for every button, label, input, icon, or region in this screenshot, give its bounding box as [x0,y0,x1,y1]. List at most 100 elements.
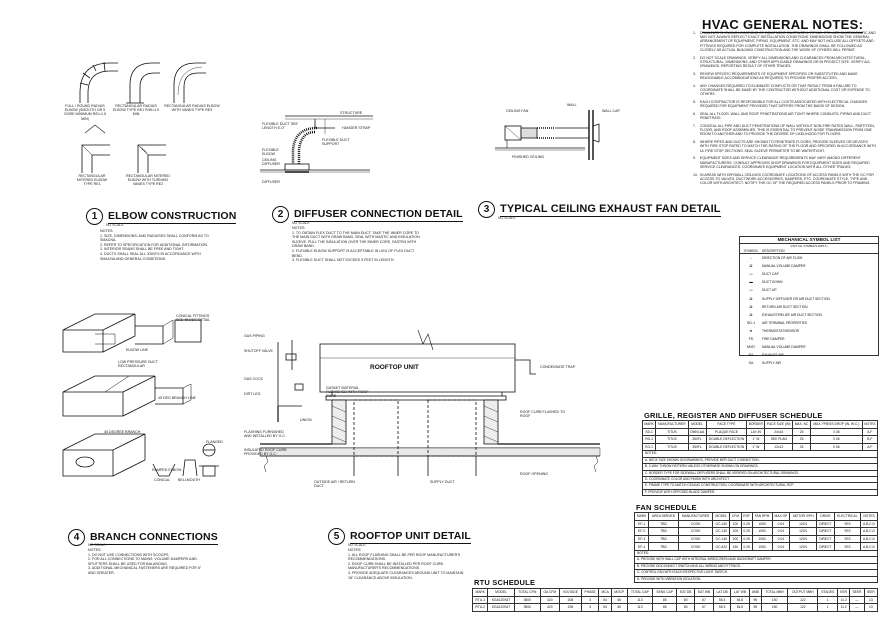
rooftop-notes: NOTES:1. ALL ROOF FLASHING SHALL BE PER … [348,548,464,580]
branch-label: BELLMOUTH [178,478,200,482]
rooftop-label: ROOF OPENING [520,472,548,476]
elbow-label: RECTANGULAR MITERED ELBOW TYPE RE1 [76,174,108,187]
rooftop-label: GAS COCK [244,377,263,381]
hvac-note: 7.CONCEAL ALL PIPE AND DUCT PENETRATIONS… [693,124,875,137]
hvac-note: 6.SEAL ALL FLOOR, WALL AND ROOF PENETRAT… [693,112,871,121]
detail-number: 5 [328,528,345,545]
hvac-notes-title: HVAC GENERAL NOTES: [702,17,864,33]
rooftop-label: DIRT LEG [244,392,261,396]
branch-label: 45 DEGREE BRANCH [104,430,141,434]
elbow-label: RECTANGULAR MITERED ELBOW WITH TURNING V… [125,174,171,187]
rooftop-label: FLASHING FURNISHED AND INSTALLED BY G.C. [244,430,287,439]
diffuser-label: CEILING DIFFUSER [262,158,280,167]
elbow-label: RECTANGULAR RADIUS ELBOW WITH VANES TYPE… [164,104,220,113]
hvac-note: 5.EACH CONTRACTOR IS RESPONSIBLE FOR ALL… [693,100,868,109]
legend-row: →DIRECTION OF AIR FLOW [749,256,803,261]
detail-callout-5: 5 ROOFTOP UNIT DETAIL [328,528,471,545]
detail-callout-2: 2 DIFFUSER CONNECTION DETAIL [272,206,463,223]
hvac-note: 8.WHERE PIPES AND DUCTS ARE SHOWN TO PEN… [693,140,876,153]
hvac-notes-list: 1.DRAWINGS SHOWING LOCATIONS OF EQUIPMEN… [693,31,877,189]
detail-scale: NO SCALE [292,221,310,225]
rooftop-label: GAS PIPING [244,334,265,338]
legend-row: ▬DUCT DOWN [749,280,783,285]
detail-scale: NO SCALE [106,223,124,227]
legend-row: ⊠EXHAUST/RELIEF AIR DUCT SECTION [749,312,822,317]
symbol-list-title: MECHANICAL SYMBOL LIST [740,237,878,244]
elbow-construction-drawing [79,61,206,173]
branch-notes: NOTES:1. DO NOT USE CONNECTIONS WITH SCO… [88,548,202,575]
exhaust-label: FINISHED CEILING [512,155,545,159]
branch-label: CONICAL FITTINGS SEE 45 DEG DETAIL [176,314,211,323]
rtu-schedule-title: RTU SCHEDULE [474,578,536,587]
diffuser-label: FLEXIBLE DUCT SUPPORT [322,138,350,147]
branch-label: RAMPED ELBOW [152,468,182,472]
rooftop-unit-drawing [259,330,601,476]
exhaust-label: WALL CAP [602,109,620,113]
legend-row: ⊠SUPPLY DIFFUSER OR AIR DUCT SECTION [749,296,830,301]
diffuser-connection-drawing [260,115,373,173]
rooftop-label: GASKET MATERIAL FURNISHED WITH ROOF CURB [326,386,369,399]
detail-scale: NO SCALE [88,543,106,547]
hvac-note: 9.EQUIPMENT SIZES AND SERVICE CLEARANCE … [693,156,870,169]
rooftop-label: INSULATED ROOF CURB PROVIDED BY G.C. [244,448,287,457]
branch-label: CONICAL [154,478,170,482]
symbol-list-subtitle: (NOT ALL SYMBOLS APPLY) [790,244,828,248]
grille-schedule-title: GRILLE, REGISTER AND DIFFUSER SCHEDULE [644,411,823,420]
detail-scale: NO SCALE [348,543,366,547]
branch-label: LOW PRESSURE DUCT RECTANGULAR [118,360,158,369]
legend-row: ⊠MANUAL VOLUME DAMPER [749,264,806,269]
rooftop-label: OUTSIDE AIR / RETURN DUCT [314,480,355,489]
fan-schedule-title: FAN SCHEDULE [636,503,697,512]
legend-row: ▭DUCT CAP [749,272,779,277]
rooftop-label: SHUTOFF VALVE [244,349,273,353]
hvac-note: 3.REVIEW SPECIFIC REQUIREMENTS OF EQUIPM… [693,71,858,81]
rooftop-label: CONDENSATE TRAP [540,365,576,369]
ceiling-exhaust-fan-drawing [495,110,600,160]
schedule-notes-row: NOTES: A. NECK SIZE SHOWN ON DRAWINGS, P… [642,450,878,497]
branch-label: FLANGED [206,440,223,444]
detail-number: 4 [68,529,85,546]
legend-row: ⊠RETURN AIR DUCT SECTION [749,304,808,309]
detail-title: TYPICAL CEILING EXHAUST FAN DETAIL [500,202,721,217]
rooftop-label: ROOF CURB FLASHED TO ROOF [520,410,565,419]
detail-callout-4: 4 BRANCH CONNECTIONS [68,529,218,546]
detail-number: 2 [272,206,289,223]
detail-title: ELBOW CONSTRUCTION [108,209,237,224]
detail-title: BRANCH CONNECTIONS [90,530,218,545]
rooftop-label: UNION [300,418,312,422]
branch-label: ELBOW LINE [126,348,148,352]
elbow-notes: NOTES:1. SIZE, DIMENSIONS, AND RADIUSES … [100,229,209,261]
diffuser-label: FLEXIBLE ELBOW [262,148,279,157]
legend-row: ⊕THERMOSTAT/SENSOR [749,328,800,333]
hvac-note: 10.IN AREAS WITH DRYWALL CEILINGS COORDI… [693,172,874,186]
elbow-label: FULL / ROUND RADIUS ELBOW (SMOOTH OR 5 G… [63,104,107,121]
detail-number: 1 [86,208,103,225]
legend-row: ▭DUCT UP [749,288,777,293]
diffuser-label: HANGER STRAP [342,126,371,130]
detail-scale: NO SCALE [498,216,516,220]
hvac-note: 4.ANY CHANGES REQUIRED TO ELIMINATE CONF… [693,83,870,97]
hvac-note: 2.DO NOT SCALE DRAWINGS. VERIFY ALL DIME… [693,55,871,69]
diffuser-label: FLEXIBLE DUCT SEE LENGTH 5'-0" [262,122,298,131]
diffuser-notes: NOTES:1. TO OBTAIN FLEX DUCT TO THE MAIN… [292,226,420,263]
mechanical-symbol-list: MECHANICAL SYMBOL LIST (NOT ALL SYMBOLS … [739,236,879,365]
